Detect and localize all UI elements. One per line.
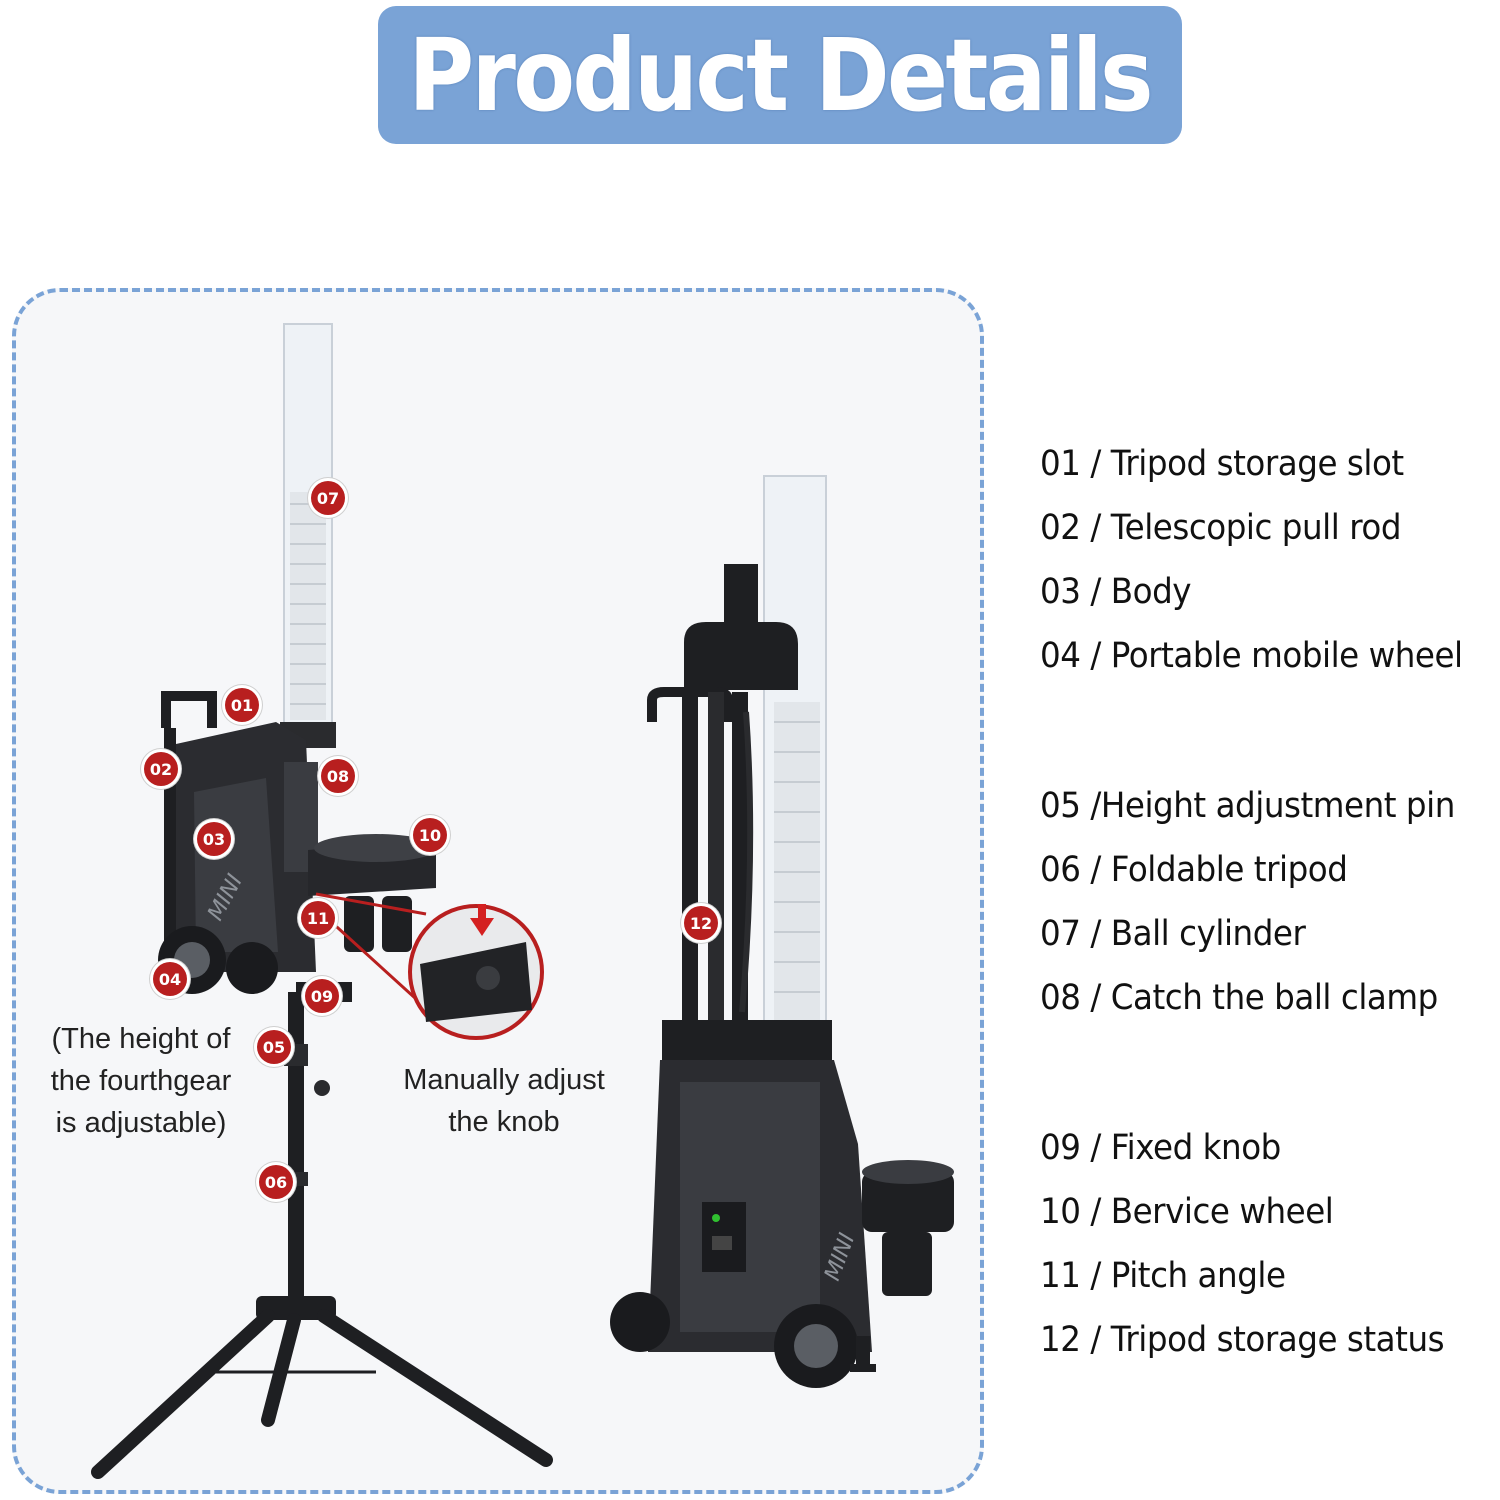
tripod-pole bbox=[288, 992, 304, 1312]
badge-10: 10 bbox=[413, 818, 447, 852]
page-title-text: Product Details bbox=[408, 16, 1154, 134]
spec-item: 07 / Ball cylinder bbox=[1040, 914, 1306, 954]
spec-group-1: 01 / Tripod storage slot 02 / Telescopic… bbox=[1040, 432, 1500, 688]
page-title: Product Details bbox=[378, 6, 1182, 144]
badge-05: 05 bbox=[257, 1030, 291, 1064]
badge-01: 01 bbox=[225, 688, 259, 722]
badge-11: 11 bbox=[301, 901, 335, 935]
badge-06: 06 bbox=[259, 1165, 293, 1199]
spec-item: 12 / Tripod storage status bbox=[1040, 1320, 1445, 1360]
badge-12: 12 bbox=[684, 906, 718, 940]
knob-adjust-note: Manually adjust the knob bbox=[403, 1064, 605, 1138]
badge-07: 07 bbox=[311, 481, 345, 515]
spec-item: 02 / Telescopic pull rod bbox=[1040, 508, 1402, 548]
shuttlecock-stack-left bbox=[290, 492, 326, 720]
spec-item: 05 /Height adjustment pin bbox=[1040, 786, 1455, 826]
badge-03: 03 bbox=[197, 822, 231, 856]
spec-item: 04 / Portable mobile wheel bbox=[1040, 636, 1463, 676]
spec-item: 11 / Pitch angle bbox=[1040, 1256, 1286, 1296]
gear-height-note: (The height of the fourthgear is adjusta… bbox=[50, 1023, 232, 1139]
badge-09: 09 bbox=[305, 979, 339, 1013]
machine-folded: MINI bbox=[610, 475, 954, 1388]
spec-group-3: 09 / Fixed knob 10 / Bervice wheel 11 / … bbox=[1040, 1116, 1500, 1372]
product-illustration: MINI bbox=[91, 323, 954, 1479]
badge-02: 02 bbox=[144, 752, 178, 786]
machine-on-tripod: MINI bbox=[91, 323, 553, 1479]
spec-item: 08 / Catch the ball clamp bbox=[1040, 978, 1438, 1018]
badge-04: 04 bbox=[153, 962, 187, 996]
badge-08: 08 bbox=[321, 759, 355, 793]
spec-item: 09 / Fixed knob bbox=[1040, 1128, 1281, 1168]
spec-item: 10 / Bervice wheel bbox=[1040, 1192, 1334, 1232]
spec-item: 03 / Body bbox=[1040, 572, 1192, 612]
spec-item: 06 / Foldable tripod bbox=[1040, 850, 1348, 890]
spec-group-2: 05 /Height adjustment pin 06 / Foldable … bbox=[1040, 774, 1500, 1030]
product-illustration-panel: MINI bbox=[12, 288, 984, 1494]
spec-list: 01 / Tripod storage slot 02 / Telescopic… bbox=[1040, 432, 1500, 1458]
spec-item: 01 / Tripod storage slot bbox=[1040, 444, 1404, 484]
